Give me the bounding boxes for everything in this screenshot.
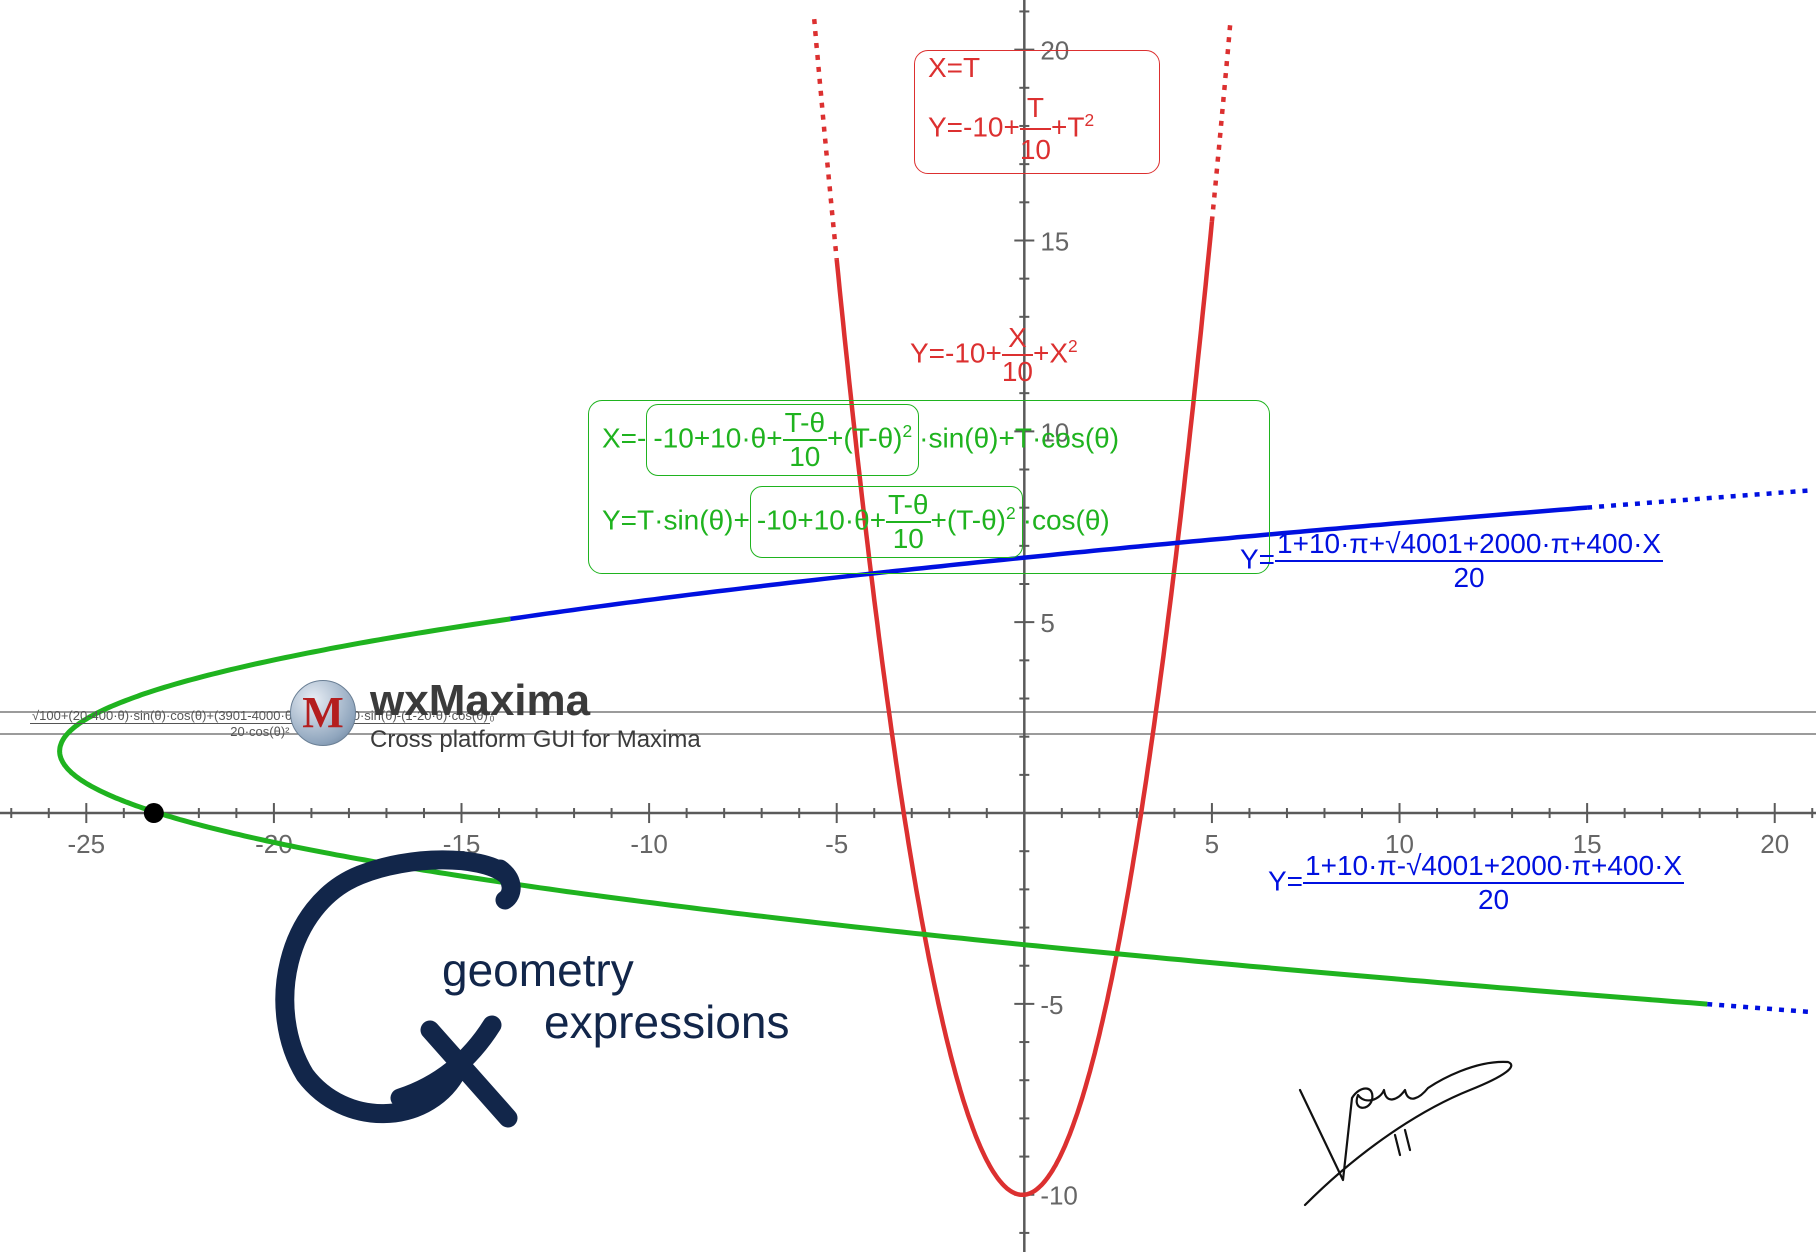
blue-lower-prefix: Y= (1268, 865, 1304, 897)
blue-upper-den: 20 (1453, 562, 1485, 593)
overlay-formula-den: 20·cos(θ)² (230, 724, 290, 739)
green-y-inner-b: +(T-θ) (930, 504, 1006, 536)
blue-curve-dotted-upper (1586, 488, 1813, 510)
x-tick-label: 10 (1385, 829, 1414, 859)
blue-upper-prefix: Y= (1240, 543, 1276, 575)
red-eq-suffix: +X (1033, 337, 1069, 369)
green-x-num: T-θ (782, 407, 828, 441)
red-param-x: X=T (928, 52, 981, 83)
green-y-exp: 2 (1005, 503, 1016, 524)
blue-lower-den: 20 (1477, 884, 1510, 915)
geometry-expressions-text: geometry expressions (442, 944, 789, 1048)
red-param-bracket (914, 50, 1160, 174)
red-param-y-prefix: Y=-10+ (928, 111, 1020, 143)
wxmaxima-icon: M (290, 680, 356, 746)
red-param-den: 10 (1019, 134, 1052, 165)
green-y-prefix: Y=T·sin(θ)+ (602, 504, 750, 536)
green-curve (57, 616, 1708, 1007)
green-y-num: T-θ (886, 489, 931, 523)
x-tick-label: -10 (630, 829, 668, 859)
green-x-suffix: ·sin(θ)+T·cos(θ) (919, 422, 1120, 454)
y-tick-label: 5 (1040, 608, 1054, 638)
green-y-den: 10 (892, 523, 924, 554)
red-param-label: X=T Y=-10+T 10+T2 (928, 48, 1094, 170)
green-x-exp: 2 (902, 421, 913, 442)
y-tick-label: 15 (1040, 226, 1069, 256)
overlay-formula: √100+(20-400·θ)·sin(θ)·cos(θ)+(3901-4000… (30, 708, 494, 739)
geometry-expressions-logo-mark (275, 850, 521, 1128)
x-tick-label: 20 (1760, 829, 1789, 859)
x-tick-label: -25 (68, 829, 106, 859)
red-eq-prefix: Y=-10+ (910, 337, 1002, 369)
y-tick-label: -5 (1040, 990, 1063, 1020)
green-param-bracket (588, 400, 1270, 574)
green-x-inner-a: -10+10·θ+ (653, 422, 783, 454)
wxmaxima-icon-letter: M (302, 688, 344, 737)
wxmaxima-title: wxMaxima (370, 676, 591, 725)
blue-lower-num: 1+10·π-√4001+2000·π+400·X (1303, 850, 1685, 884)
red-eq-exp: 2 (1068, 336, 1078, 357)
green-x-inner-b: +(T-θ) (827, 422, 903, 454)
overlay-formula-num: √100+(20-400·θ)·sin(θ)·cos(θ)+(3901-4000… (30, 708, 490, 724)
red-parabola-solid (834, 221, 1215, 1198)
red-eq-num: X (1001, 322, 1034, 356)
red-eq-den: 10 (1001, 356, 1034, 387)
red-param-y: Y=-10+T 10+T2 (928, 88, 1094, 170)
blue-curve-dotted-lower (1707, 1001, 1813, 1015)
overlay-formula-frac: √100+(20-400·θ)·sin(θ)·cos(θ)+(3901-4000… (30, 708, 490, 739)
point-marker (143, 803, 164, 824)
wxmaxima-subtitle: Cross platform GUI for Maxima (370, 726, 701, 753)
green-x-prefix: X=- (602, 422, 647, 454)
red-param-suffix: +T (1051, 111, 1085, 143)
red-param-num: T (1019, 88, 1052, 130)
green-x-den: 10 (789, 441, 821, 472)
curves (57, 18, 1813, 1198)
gx-line2: expressions (544, 996, 790, 1048)
y-tick-label: 10 (1040, 417, 1069, 447)
green-y-suffix: ·cos(θ) (1022, 504, 1110, 536)
logos (275, 850, 1513, 1207)
signature (1298, 1060, 1513, 1207)
green-y-inner-a: -10+10·θ+ (756, 504, 887, 536)
red-param-exp: 2 (1084, 110, 1095, 131)
y-tick-label: -10 (1040, 1181, 1078, 1211)
gx-line1: geometry (442, 944, 634, 996)
overlay-formula-tail: 0 (489, 714, 495, 724)
red-parabola-dotted-right (1209, 18, 1233, 222)
x-tick-label: 15 (1573, 829, 1602, 859)
blue-upper-num: 1+10·π+√4001+2000·π+400·X (1275, 528, 1664, 562)
red-param-frac: T 10 (1019, 88, 1052, 170)
blue-curve-solid (509, 505, 1588, 622)
x-tick-label: -5 (825, 829, 848, 859)
red-parabola-dotted-left (811, 18, 839, 260)
x-tick-label: 5 (1205, 829, 1219, 859)
